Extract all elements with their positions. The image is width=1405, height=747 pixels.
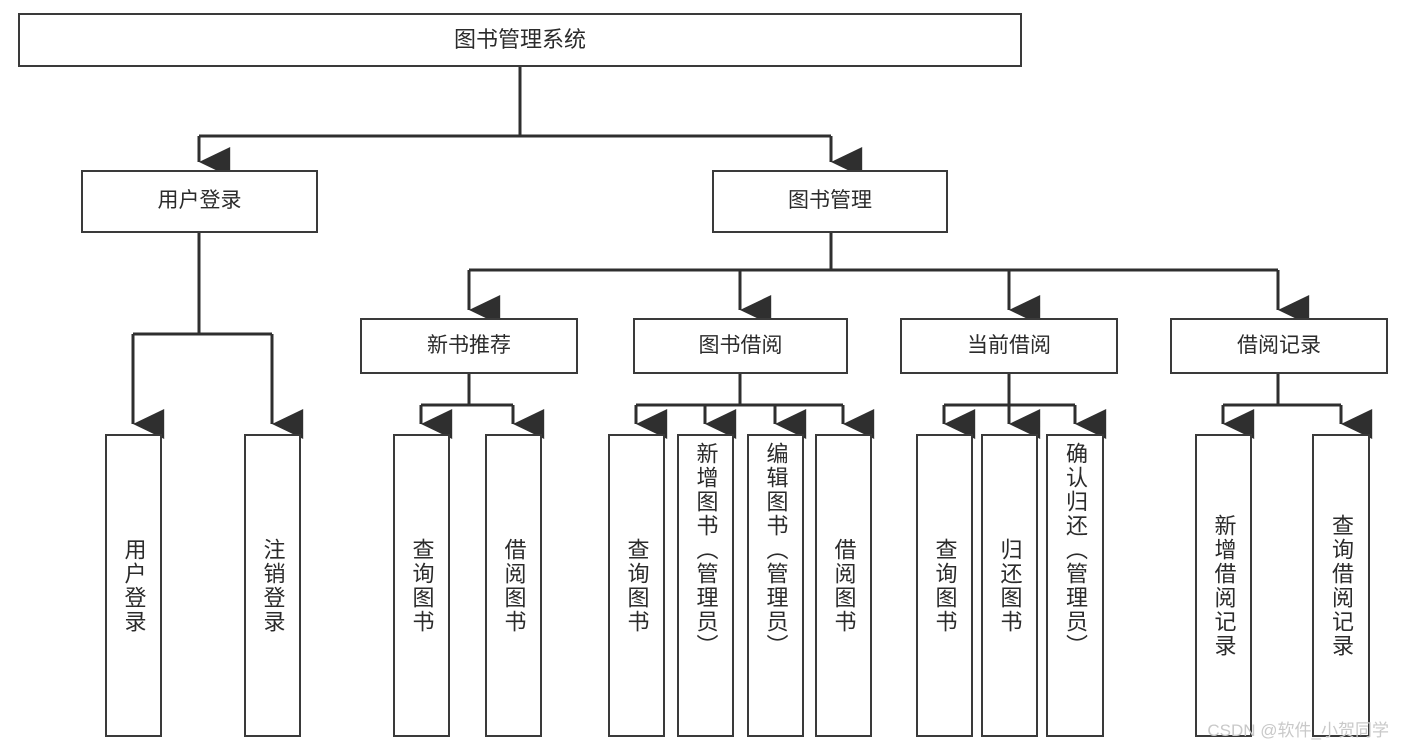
node-label: 图书借阅 — [698, 333, 783, 357]
leaf-borrow-books[interactable]: 借阅图书 — [815, 434, 872, 737]
node-book-management[interactable]: 图书管理 — [712, 170, 948, 233]
leaf-query-books-borrow[interactable]: 查询图书 — [608, 434, 665, 737]
leaf-query-books-current[interactable]: 查询图书 — [916, 434, 973, 737]
node-label: 编辑图书（管理员） — [763, 442, 789, 658]
node-label: 用户登录 — [157, 189, 242, 213]
node-borrow-record[interactable]: 借阅记录 — [1170, 318, 1388, 374]
node-label: 新书推荐 — [427, 333, 511, 357]
node-label: 查询图书 — [624, 537, 650, 634]
node-label: 借阅图书 — [831, 537, 857, 634]
leaf-add-borrow-record[interactable]: 新增借阅记录 — [1195, 434, 1252, 737]
node-label: 图书管理 — [788, 189, 872, 213]
node-label: 图书管理系统 — [453, 27, 586, 53]
node-new-book-recommend[interactable]: 新书推荐 — [360, 318, 578, 374]
node-label: 借阅记录 — [1237, 333, 1321, 357]
node-label: 注销登录 — [260, 537, 286, 634]
node-label: 当前借阅 — [967, 333, 1051, 357]
node-label: 新增借阅记录 — [1211, 513, 1237, 658]
csdn-watermark: CSDN @软件_小贺同学 — [1207, 721, 1389, 740]
leaf-borrow-books-recommend[interactable]: 借阅图书 — [485, 434, 542, 737]
leaf-logout[interactable]: 注销登录 — [244, 434, 301, 737]
leaf-query-books-recommend[interactable]: 查询图书 — [393, 434, 450, 737]
leaf-add-book-admin[interactable]: 新增图书（管理员） — [677, 434, 734, 737]
leaf-return-books[interactable]: 归还图书 — [981, 434, 1038, 737]
node-label: 查询借阅记录 — [1329, 513, 1354, 658]
node-label: 归还图书 — [997, 537, 1023, 634]
node-root-library-management-system[interactable]: 图书管理系统 — [18, 13, 1022, 67]
leaf-user-login[interactable]: 用户登录 — [105, 434, 162, 737]
node-label: 用户登录 — [121, 537, 147, 634]
node-user-login[interactable]: 用户登录 — [81, 170, 318, 233]
node-label: 借阅图书 — [501, 537, 527, 634]
node-label: 查询图书 — [932, 537, 958, 634]
node-book-borrow[interactable]: 图书借阅 — [633, 318, 848, 374]
node-label: 确认归还（管理员） — [1063, 442, 1088, 658]
leaf-confirm-return-admin[interactable]: 确认归还（管理员） — [1046, 434, 1104, 737]
node-label: 查询图书 — [409, 537, 435, 634]
leaf-edit-book-admin[interactable]: 编辑图书（管理员） — [747, 434, 804, 737]
node-current-borrow[interactable]: 当前借阅 — [900, 318, 1118, 374]
leaf-query-borrow-record[interactable]: 查询借阅记录 — [1312, 434, 1370, 737]
node-label: 新增图书（管理员） — [693, 442, 719, 658]
